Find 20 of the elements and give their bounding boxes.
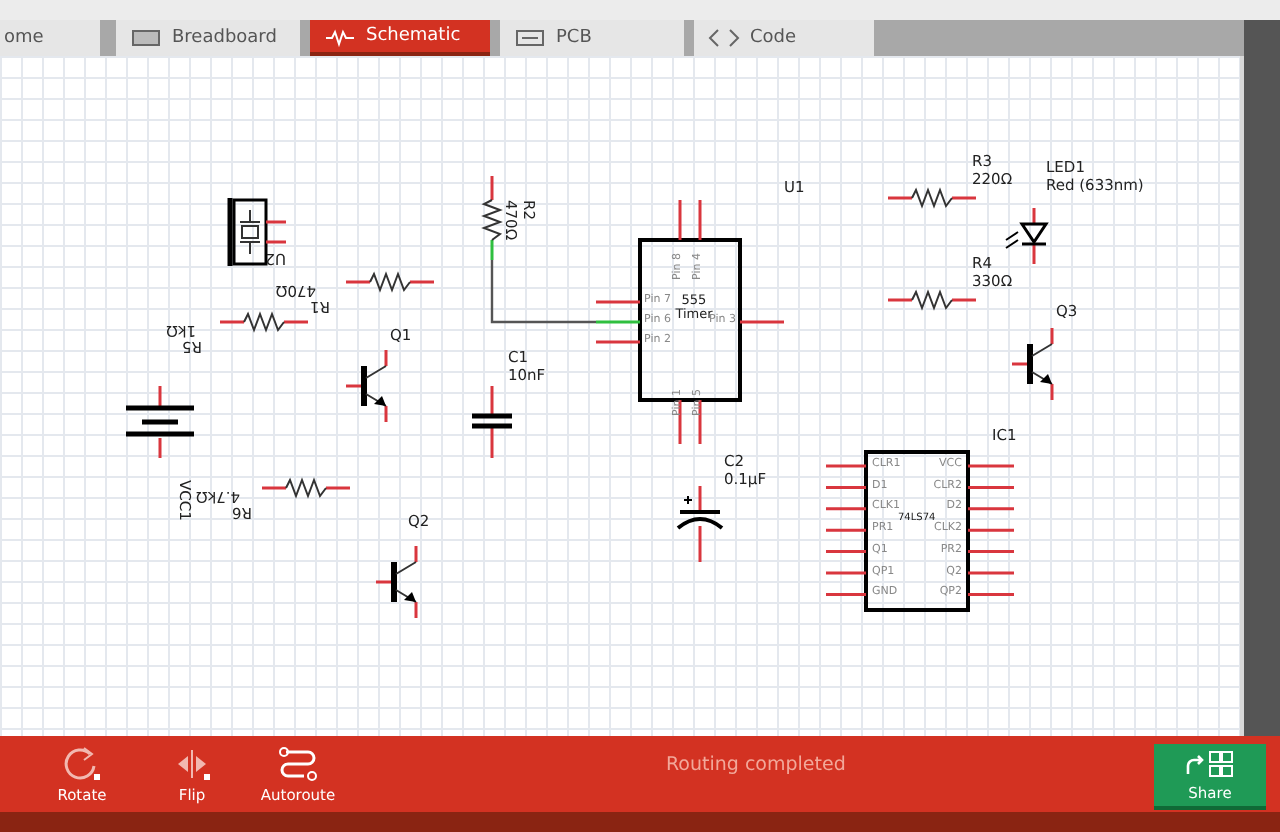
resistor-symbol [220, 312, 308, 332]
resistor-symbol [346, 272, 434, 292]
resistor-symbol [888, 290, 976, 310]
battery-symbol [126, 386, 194, 458]
tab: Breadboard [116, 20, 300, 56]
wire [490, 260, 596, 324]
flip-flop-ic-symbol [826, 450, 1014, 610]
resistor-symbol [262, 478, 350, 498]
tab: Code [694, 20, 874, 56]
led-symbol [1002, 208, 1054, 264]
capacitor-symbol [472, 386, 512, 458]
crystal-symbol [226, 194, 286, 270]
resistor-symbol [888, 188, 976, 208]
capacitor-symbol [676, 486, 724, 562]
tab: ome [0, 20, 100, 56]
tab: PCB [500, 20, 684, 56]
status-message: Routing completed [666, 756, 846, 775]
timer-ic-symbol [596, 200, 784, 444]
tab: Schematic [310, 20, 490, 56]
resistor-symbol [482, 176, 502, 260]
